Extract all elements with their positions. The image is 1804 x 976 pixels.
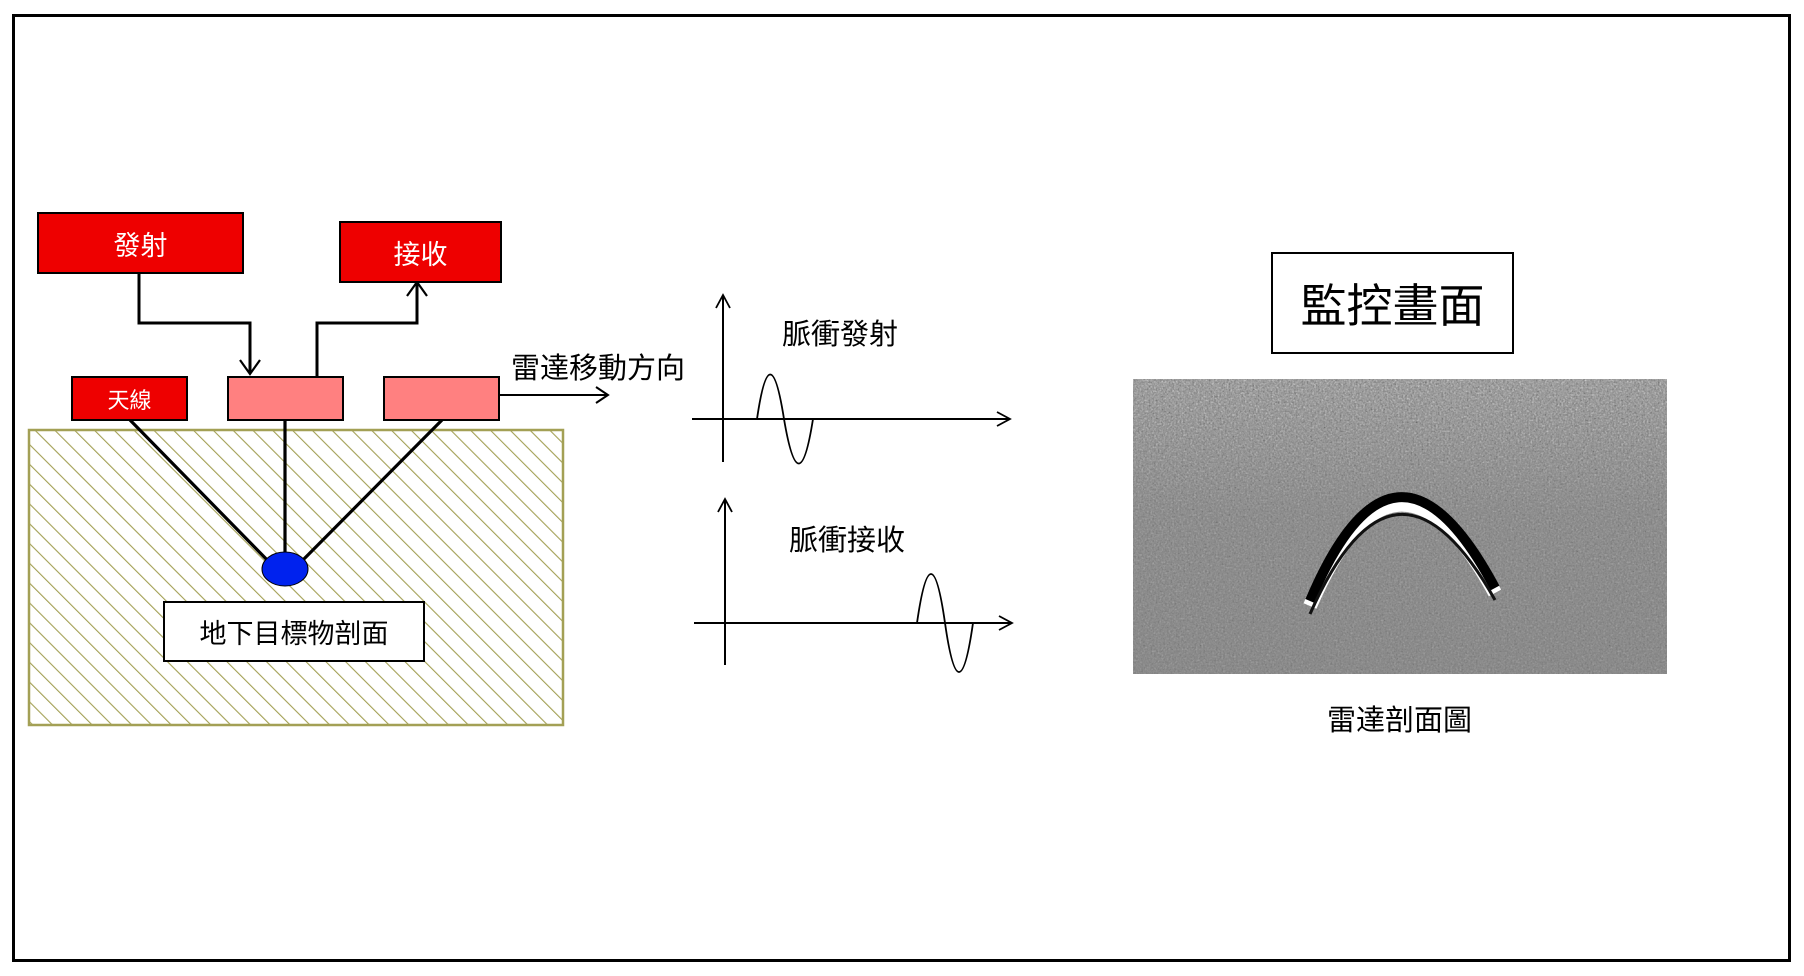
- receive-box: 接收: [339, 221, 502, 283]
- monitor-screen-box: 監控畫面: [1271, 252, 1514, 354]
- move-direction-arrowhead: [595, 386, 610, 404]
- pulse-transmit-x-arrowhead: [996, 411, 1012, 427]
- receive-label: 接收: [393, 239, 448, 271]
- pulse-receive-wave: [916, 573, 974, 673]
- pulse-receive-y-arrowhead: [717, 497, 733, 513]
- antenna-transmitter-box: [227, 376, 344, 421]
- radar-profile-label: 雷達剖面圖: [1327, 703, 1473, 737]
- monitor-screen-label: 監控畫面: [1300, 279, 1485, 333]
- receive-connector: [315, 284, 419, 378]
- underground-section-box: 地下目標物剖面: [163, 601, 425, 662]
- ray-left: [128, 418, 277, 570]
- pulse-transmit-y-arrowhead: [715, 293, 731, 309]
- pulse-receive-label: 脈衝接收: [789, 523, 906, 557]
- ray-right: [293, 418, 444, 570]
- antenna-label: 天線: [107, 388, 152, 414]
- move-direction-label: 雷達移動方向: [511, 351, 686, 385]
- pulse-transmit-wave: [756, 373, 814, 465]
- underground-section-label: 地下目標物剖面: [199, 619, 389, 650]
- diagram-frame: [12, 14, 1791, 962]
- transmit-connector: [137, 273, 252, 372]
- transmit-box: 發射: [37, 212, 244, 274]
- transmit-label: 發射: [113, 230, 168, 262]
- ground-section: [27, 428, 565, 727]
- pulse-receive-x-arrowhead: [998, 615, 1014, 631]
- pulse-transmit-label: 脈衝發射: [782, 317, 899, 351]
- transmit-arrowhead: [239, 359, 261, 376]
- antenna-box: 天線: [71, 376, 188, 421]
- underground-target: [261, 551, 309, 587]
- radar-profile-image: [1133, 379, 1667, 674]
- antenna-receiver-box: [383, 376, 500, 421]
